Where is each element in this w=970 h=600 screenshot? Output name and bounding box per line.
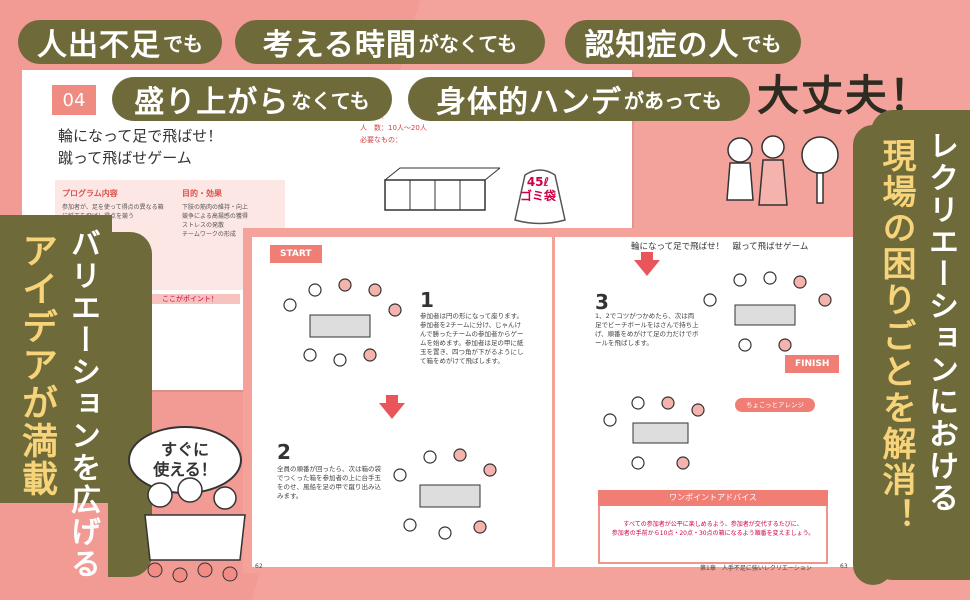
step2-illustration — [393, 448, 497, 540]
elderly-couple-illustration — [726, 135, 839, 206]
section-number: 04 — [52, 85, 96, 115]
headline-pill-3: 認知症の人でも — [565, 20, 801, 64]
headline-pill-5: 身体的ハンデがあっても — [408, 77, 750, 121]
garbage-bag-label: 45ℓ ゴミ袋 — [520, 175, 557, 203]
right-callout-tab — [853, 125, 893, 585]
left-callout-line2: アイデアが満載 — [16, 232, 57, 498]
headline-pill-1: 人出不足でも — [18, 20, 222, 64]
step3-number: 3 — [595, 290, 609, 314]
down-arrow-icon — [379, 403, 405, 419]
title-line-2: 蹴って飛ばせゲーム — [58, 149, 192, 167]
left-callout-tab — [108, 232, 152, 577]
finish-illustration — [603, 396, 705, 470]
page-number-right: 63 — [840, 563, 848, 570]
back-page-title: 輪になって足で飛ばせ！ 蹴って飛ばせゲーム — [58, 125, 222, 169]
step1-text: 参加者は円の形になって座ります。 参加者を2チームに分け、じゃんけ んで勝ったチ… — [420, 312, 524, 365]
arrange-tag: ちょこっとアレンジ — [735, 398, 815, 412]
right-callout-line1: レクリエーションにおける — [923, 130, 958, 514]
step2-text: 全員の順番が回ったら、次は箱の袋 でつくった箱を参加者の上に台手玉 をのせ、風船… — [277, 465, 381, 500]
left-callout-line1: バリエーションを広げる — [65, 228, 100, 580]
people-flowers-illustration — [144, 477, 246, 583]
headline-pill-4: 盛り上がらなくても — [112, 77, 392, 121]
box-illustration — [384, 167, 500, 211]
step1-illustration — [283, 278, 402, 367]
finish-tag: FINISH — [785, 355, 840, 373]
arrow-stem-2 — [641, 252, 653, 260]
page-number-left: 62 — [255, 563, 263, 570]
spread-right-title: 輪になって足で飛ばせ！ 蹴って飛ばせゲーム — [625, 238, 815, 254]
step2-number: 2 — [277, 440, 291, 464]
start-tag: START — [270, 245, 322, 263]
chapter-footer: 第1章 人手不足に強いレクリエーション — [700, 565, 812, 572]
title-line-1: 輪になって足で飛ばせ！ — [58, 127, 223, 145]
down-arrow-icon-2 — [634, 260, 660, 276]
advice-heading: ワンポイントアドバイス — [598, 490, 828, 506]
step3-text: 1、2でコツがつかめたら、次は両 足でビーチボールをはさんで持ち上 げ、順番をめ… — [595, 312, 699, 347]
headline-pill-2: 考える時間がなくても — [235, 20, 545, 64]
left-callout-box — [0, 215, 112, 503]
purpose-text: 下肢の筋肉の維持・向上 競争による高揚感の獲得 ストレスの発散 チームワークの形… — [182, 204, 249, 238]
arrow-stem — [386, 395, 398, 403]
step1-number: 1 — [420, 288, 434, 312]
purpose-heading: 目的・効果 — [182, 189, 222, 198]
garbage-bag-icon — [514, 169, 566, 225]
spread-left-page — [252, 237, 552, 567]
right-callout-line2: 現場の困りごとを解消！ — [876, 138, 916, 534]
point-heading: ここがポイント！ — [140, 294, 240, 304]
program-heading: プログラム内容 — [62, 189, 118, 198]
step3-illustration — [703, 271, 832, 352]
advice-text: すべての参加者が公平に楽しめるよう、参加者が交代するたびに、 参加者の手前から1… — [611, 521, 815, 537]
